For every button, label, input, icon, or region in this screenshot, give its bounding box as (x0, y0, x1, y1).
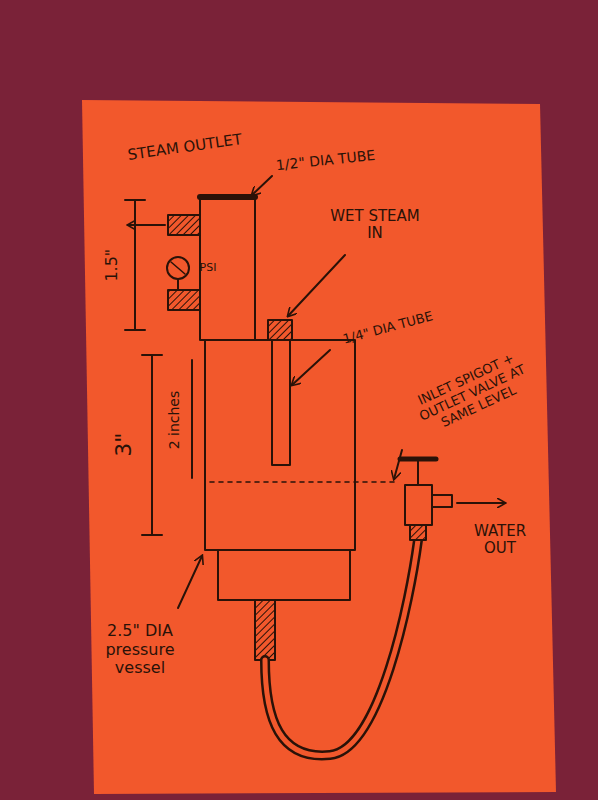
dimension-tick (125, 199, 145, 201)
gauge-needle (171, 262, 185, 274)
leader-line (178, 556, 202, 608)
steam-arrow (128, 224, 165, 226)
gauge-pipe (177, 279, 179, 290)
tube-cap (200, 194, 255, 200)
sketch-label: 3" (111, 425, 136, 465)
inlet-fitting (268, 320, 292, 340)
vessel-base (218, 550, 350, 600)
dimension-line (151, 355, 153, 535)
outlet-fitting (168, 215, 200, 235)
water-arrow (457, 502, 505, 504)
sketch-label: PSI (192, 262, 224, 275)
leader-line (252, 176, 272, 195)
level-line (210, 481, 398, 483)
inlet-tube (272, 340, 290, 465)
psi-gauge (167, 257, 189, 279)
sketch-label: 2 inches (166, 380, 182, 460)
valve-fitting (410, 525, 426, 540)
dimension-tick (125, 329, 145, 331)
sketch-label: 1.5" (103, 243, 121, 287)
valve-body (405, 485, 432, 525)
drain-fitting (255, 600, 275, 660)
dimension-tick (142, 354, 162, 356)
dimension-line (191, 360, 193, 478)
valve-spout (432, 495, 452, 507)
sketch-label: 2.5" DIA pressure vessel (80, 622, 200, 677)
dimension-tick (142, 534, 162, 536)
dimension-line (134, 200, 136, 330)
valve-handle (400, 457, 436, 462)
sketch-label: WET STEAM IN (328, 208, 423, 243)
hose (265, 540, 418, 755)
pressure-vessel (205, 340, 355, 550)
leader-line (394, 450, 402, 479)
sketch-label: WATER OUT (460, 523, 540, 558)
hose-inner (265, 540, 418, 755)
valve-stem (417, 460, 419, 485)
leader-line (292, 350, 330, 385)
orange-paper (82, 100, 556, 794)
gauge-fitting (168, 290, 200, 310)
leader-line (288, 255, 345, 316)
